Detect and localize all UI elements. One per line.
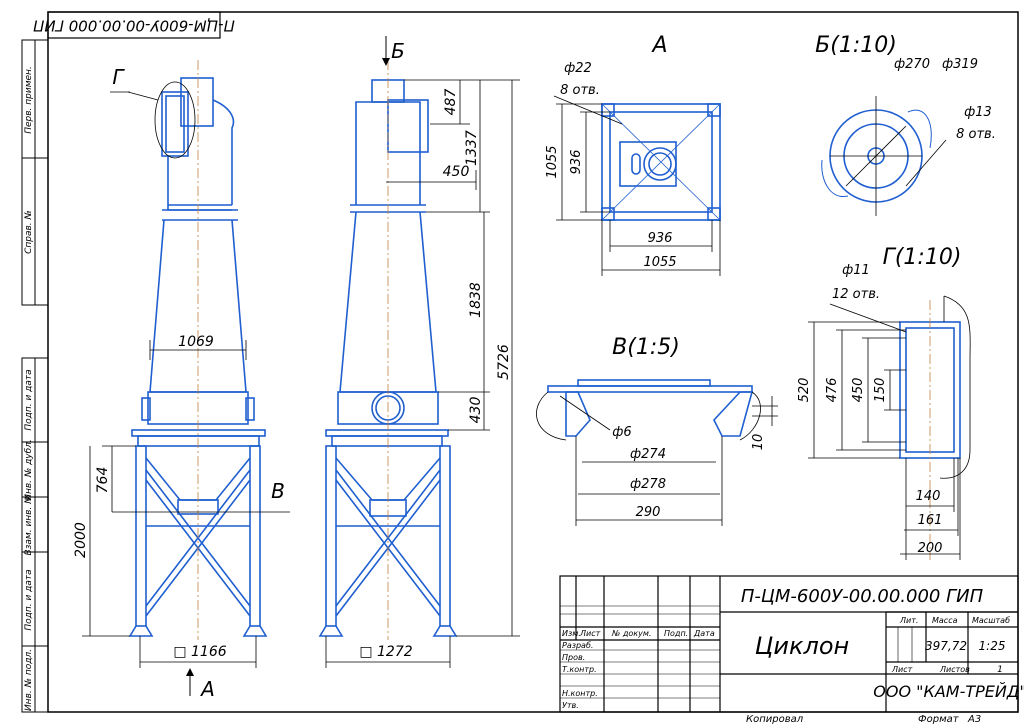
view-a-hole-dia: ф22 [564, 61, 592, 76]
view-v-dia-274: ф274 [630, 447, 666, 462]
view-v-title: В(1:5) [612, 335, 680, 360]
dim-1069: 1069 [178, 334, 214, 350]
view-b-dia-270: ф270 [894, 57, 930, 72]
strip-inv-podl: Инв. № подл. [24, 649, 34, 711]
view-g-dim-150: 150 [873, 378, 888, 403]
tb-h-izm: Изм. [562, 629, 581, 638]
view-arrow-a: А [199, 677, 215, 701]
tb-h-list: Лист [579, 629, 601, 638]
view-g: Г(1:10) [797, 245, 971, 560]
rotated-doc-code: П-ЦМ-600У-00.00.000 ГИП [33, 17, 235, 35]
tb-r-utv: Утв. [562, 701, 579, 710]
view-g-hole-count: 12 отв. [832, 287, 880, 302]
view-a-dim-936-v: 936 [569, 150, 584, 175]
front-view-body [128, 77, 268, 637]
tb-r-tkontr: Т.контр. [562, 665, 597, 674]
left-margin-strip [21, 39, 49, 713]
dim-1838: 1838 [468, 282, 484, 318]
tb-h-masshtab: Масштаб [972, 616, 1010, 625]
tb-listov-label: Листов [939, 665, 970, 674]
tb-listov-value: 1 [997, 665, 1003, 675]
view-v-dim-290: 290 [636, 505, 661, 520]
view-a-title: А [650, 33, 667, 58]
strip-perv-primen: Перв. примен. [24, 66, 34, 134]
view-g-dim-200: 200 [918, 541, 943, 556]
view-a-dim-1055-h: 1055 [643, 255, 676, 270]
view-b-dia-319: ф319 [942, 57, 978, 72]
dim-base-1272: □ 1272 [359, 644, 412, 660]
callout-v-label: В [271, 479, 285, 503]
view-v-dim-10: 10 [751, 434, 766, 451]
tb-h-podp: Подп. [664, 629, 688, 638]
dim-base-1166: □ 1166 [173, 644, 226, 660]
view-a-dim-1055-v: 1055 [545, 145, 560, 178]
tb-format-value: А3 [967, 714, 981, 725]
tb-kopiroval: Копировал [746, 714, 804, 725]
view-a-hole-count: 8 отв. [560, 83, 600, 98]
strip-sprav-no: Справ. № [24, 210, 34, 254]
tb-h-massa: Масса [932, 616, 958, 625]
view-b-hole-dia: ф13 [964, 105, 992, 120]
tb-r-razrab: Разраб. [562, 641, 593, 650]
view-b: Б(1:10) ф270 ф319 ф13 8 отв. [815, 33, 996, 216]
view-b-title: Б(1:10) [815, 33, 897, 58]
tb-h-data: Дата [693, 629, 715, 638]
view-g-dim-140: 140 [916, 489, 941, 504]
dim-450: 450 [443, 164, 470, 180]
rotated-stamp: П-ЦМ-600У-00.00.000 ГИП [33, 11, 235, 39]
title-designation: П-ЦМ-600У-00.00.000 ГИП [741, 586, 984, 607]
tb-list-label: Лист [891, 665, 913, 674]
strip-inv-dubl: Инв. № дубл. [24, 439, 34, 501]
dim-2000: 2000 [73, 522, 89, 558]
tb-masshtab: 1:25 [979, 639, 1006, 653]
view-a: А [545, 33, 721, 276]
view-g-dim-161: 161 [918, 513, 943, 528]
view-g-title: Г(1:10) [883, 245, 962, 270]
view-v-dia-6: ф6 [612, 425, 631, 440]
strip-vzam-inv: Взам. инв. № [24, 494, 34, 555]
detail-g-circle [154, 81, 196, 159]
view-g-dim-450: 450 [851, 378, 866, 403]
view-v-dia-278: ф278 [630, 477, 666, 492]
view-b-hole-count: 8 отв. [956, 127, 996, 142]
dim-5726: 5726 [496, 344, 512, 380]
dim-764: 764 [95, 467, 111, 494]
tb-company: ООО "КАМ-ТРЕЙД" [873, 682, 1024, 701]
strip-podp-data-2: Подп. и дата [24, 569, 34, 630]
side-view: Б 487 1337 450 1838 5726 430 □ 1272 [318, 36, 520, 668]
dim-430: 430 [468, 397, 484, 424]
view-a-dim-936-h: 936 [648, 231, 673, 246]
dim-1337: 1337 [464, 130, 480, 166]
title-block [559, 575, 1019, 713]
tb-h-lit: Лит. [899, 616, 918, 625]
strip-podp-data-1: Подп. и дата [24, 369, 34, 430]
tb-format-label: Формат [918, 714, 960, 725]
view-g-dim-520: 520 [797, 378, 812, 403]
front-view: Г В 1069 764 2000 □ 1166 А [73, 60, 290, 701]
callout-g-label: Г [112, 65, 125, 89]
view-arrow-b: Б [391, 39, 405, 63]
view-v: В(1:5) ф6 10 ф274 ф278 290 [536, 335, 778, 526]
tb-r-prov: Пров. [562, 653, 585, 662]
outer-frame [47, 11, 1019, 713]
title-name: Циклон [755, 632, 849, 660]
dim-487: 487 [443, 89, 459, 116]
tb-r-nkontr: Н.контр. [562, 689, 598, 698]
tb-h-ndokum: № докум. [611, 629, 651, 638]
tb-massa: 397,72 [925, 639, 967, 653]
view-g-dim-476: 476 [825, 378, 840, 403]
view-g-hole-dia: ф11 [842, 263, 870, 278]
